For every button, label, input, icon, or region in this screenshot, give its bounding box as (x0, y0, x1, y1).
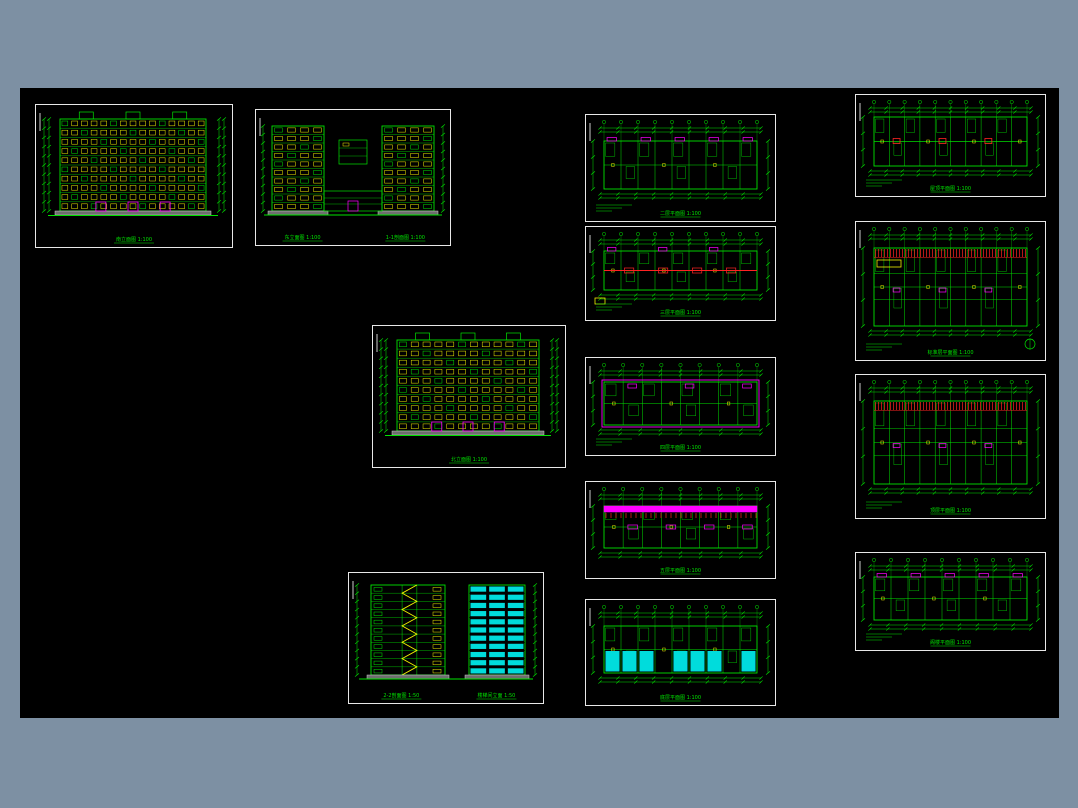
svg-text:阁楼平面图 1:100: 阁楼平面图 1:100 (930, 639, 971, 646)
cad-board: 南立面图 1:100 东立面图 1:100 1-1剖面图 1:100 北立面图 1:1… (20, 88, 1059, 718)
svg-text:北立面图 1:100: 北立面图 1:100 (451, 456, 487, 463)
drawing-sheet-plan-5f: 五层平面图 1:100 (585, 481, 776, 579)
sheet-caption: 1-1剖面图 1:100 (385, 234, 426, 242)
sheet-drawing: 顶层平面图 1:100 (859, 380, 1041, 515)
svg-text:三层平面图 1:100: 三层平面图 1:100 (660, 310, 701, 316)
sheet-caption: 二层平面图 1:100 (660, 211, 701, 218)
sheet-drawing: 北立面图 1:100 (376, 332, 560, 464)
sheet-caption: 东立面图 1:100 (282, 234, 323, 242)
sheet-caption: 顶层平面图 1:100 (930, 508, 971, 515)
sheet-drawing: 二层平面图 1:100 (589, 120, 771, 218)
stair-section-drawing (354, 583, 538, 680)
drawing-sheet-plan-3f: 三层平面图 1:100 (585, 226, 776, 321)
sheet-drawing: 2-2剖面图 1:50 楼梯间立面 1:50 (352, 581, 538, 700)
drawing-sheet-stair-sections: 2-2剖面图 1:50 楼梯间立面 1:50 (348, 572, 544, 704)
drawing-sheet-plan-4f: 四层平面图 1:100 (585, 357, 776, 456)
sheet-drawing: 四层平面图 1:100 (589, 363, 771, 452)
floor-plan-drawing (590, 363, 771, 446)
floor-plan-drawing (860, 558, 1041, 641)
floor-plan-drawing (860, 380, 1041, 509)
sheet-drawing: 东立面图 1:100 1-1剖面图 1:100 (259, 118, 446, 242)
building-elevation-drawing (41, 111, 227, 216)
sheet-caption: 阁楼平面图 1:100 (930, 639, 971, 647)
drawing-sheet-plan-standard: 标准层平面图 1:100 (855, 221, 1046, 361)
floor-plan-drawing (860, 100, 1041, 187)
sheet-caption: 底层平面图 1:100 (660, 694, 701, 702)
sheet-drawing: 阁楼平面图 1:100 (859, 558, 1041, 647)
svg-text:二层平面图 1:100: 二层平面图 1:100 (660, 211, 701, 217)
svg-text:屋顶平面图 1:100: 屋顶平面图 1:100 (930, 186, 971, 192)
floor-plan-drawing (590, 487, 771, 559)
sheet-caption: 五层平面图 1:100 (660, 568, 701, 575)
svg-text:楼梯间立面 1:50: 楼梯间立面 1:50 (478, 692, 516, 699)
sheet-drawing: 三层平面图 1:100 (589, 232, 771, 317)
drawing-sheet-side-elevations: 东立面图 1:100 1-1剖面图 1:100 (255, 109, 451, 246)
sheet-caption: 四层平面图 1:100 (660, 445, 701, 452)
sheet-drawing: 五层平面图 1:100 (589, 487, 771, 575)
floor-plan-drawing (590, 232, 771, 311)
building-elevation-drawing (378, 332, 560, 436)
sheet-caption: 楼梯间立面 1:50 (476, 692, 517, 700)
drawing-sheet-plan-roof: 屋顶平面图 1:100 (855, 94, 1046, 197)
drawing-sheet-plan-1f: 底层平面图 1:100 (585, 599, 776, 706)
sheet-drawing: 南立面图 1:100 (39, 111, 227, 244)
svg-text:顶层平面图 1:100: 顶层平面图 1:100 (930, 508, 971, 514)
building-section-drawing (260, 124, 446, 216)
sheet-drawing: 底层平面图 1:100 (589, 605, 771, 702)
svg-text:2-2剖面图 1:50: 2-2剖面图 1:50 (383, 692, 419, 699)
floor-plan-drawing (590, 120, 771, 212)
sheet-drawing: 屋顶平面图 1:100 (859, 100, 1041, 193)
svg-text:标准层平面图 1:100: 标准层平面图 1:100 (928, 349, 974, 356)
sheet-caption: 南立面图 1:100 (114, 236, 154, 244)
sheet-caption: 屋顶平面图 1:100 (930, 186, 971, 193)
svg-text:底层平面图 1:100: 底层平面图 1:100 (660, 694, 701, 701)
drawing-sheet-plan-top: 顶层平面图 1:100 (855, 374, 1046, 519)
drawing-sheet-plan-2f: 二层平面图 1:100 (585, 114, 776, 222)
svg-text:东立面图 1:100: 东立面图 1:100 (285, 234, 321, 241)
sheet-caption: 三层平面图 1:100 (660, 310, 701, 317)
svg-text:四层平面图 1:100: 四层平面图 1:100 (660, 445, 701, 451)
floor-plan-drawing (590, 605, 771, 684)
sheet-caption: 标准层平面图 1:100 (928, 349, 974, 357)
svg-text:五层平面图 1:100: 五层平面图 1:100 (660, 568, 701, 574)
sheet-caption: 2-2剖面图 1:50 (381, 692, 422, 700)
svg-text:南立面图 1:100: 南立面图 1:100 (116, 236, 152, 243)
svg-text:1-1剖面图 1:100: 1-1剖面图 1:100 (386, 234, 425, 241)
sheet-caption: 北立面图 1:100 (449, 456, 489, 464)
sheet-drawing: 标准层平面图 1:100 (859, 227, 1041, 357)
drawing-sheet-plan-attic: 阁楼平面图 1:100 (855, 552, 1046, 651)
floor-plan-drawing (860, 227, 1041, 351)
drawing-sheet-rear-elevation: 北立面图 1:100 (372, 325, 566, 468)
drawing-sheet-front-elevation: 南立面图 1:100 (35, 104, 233, 248)
